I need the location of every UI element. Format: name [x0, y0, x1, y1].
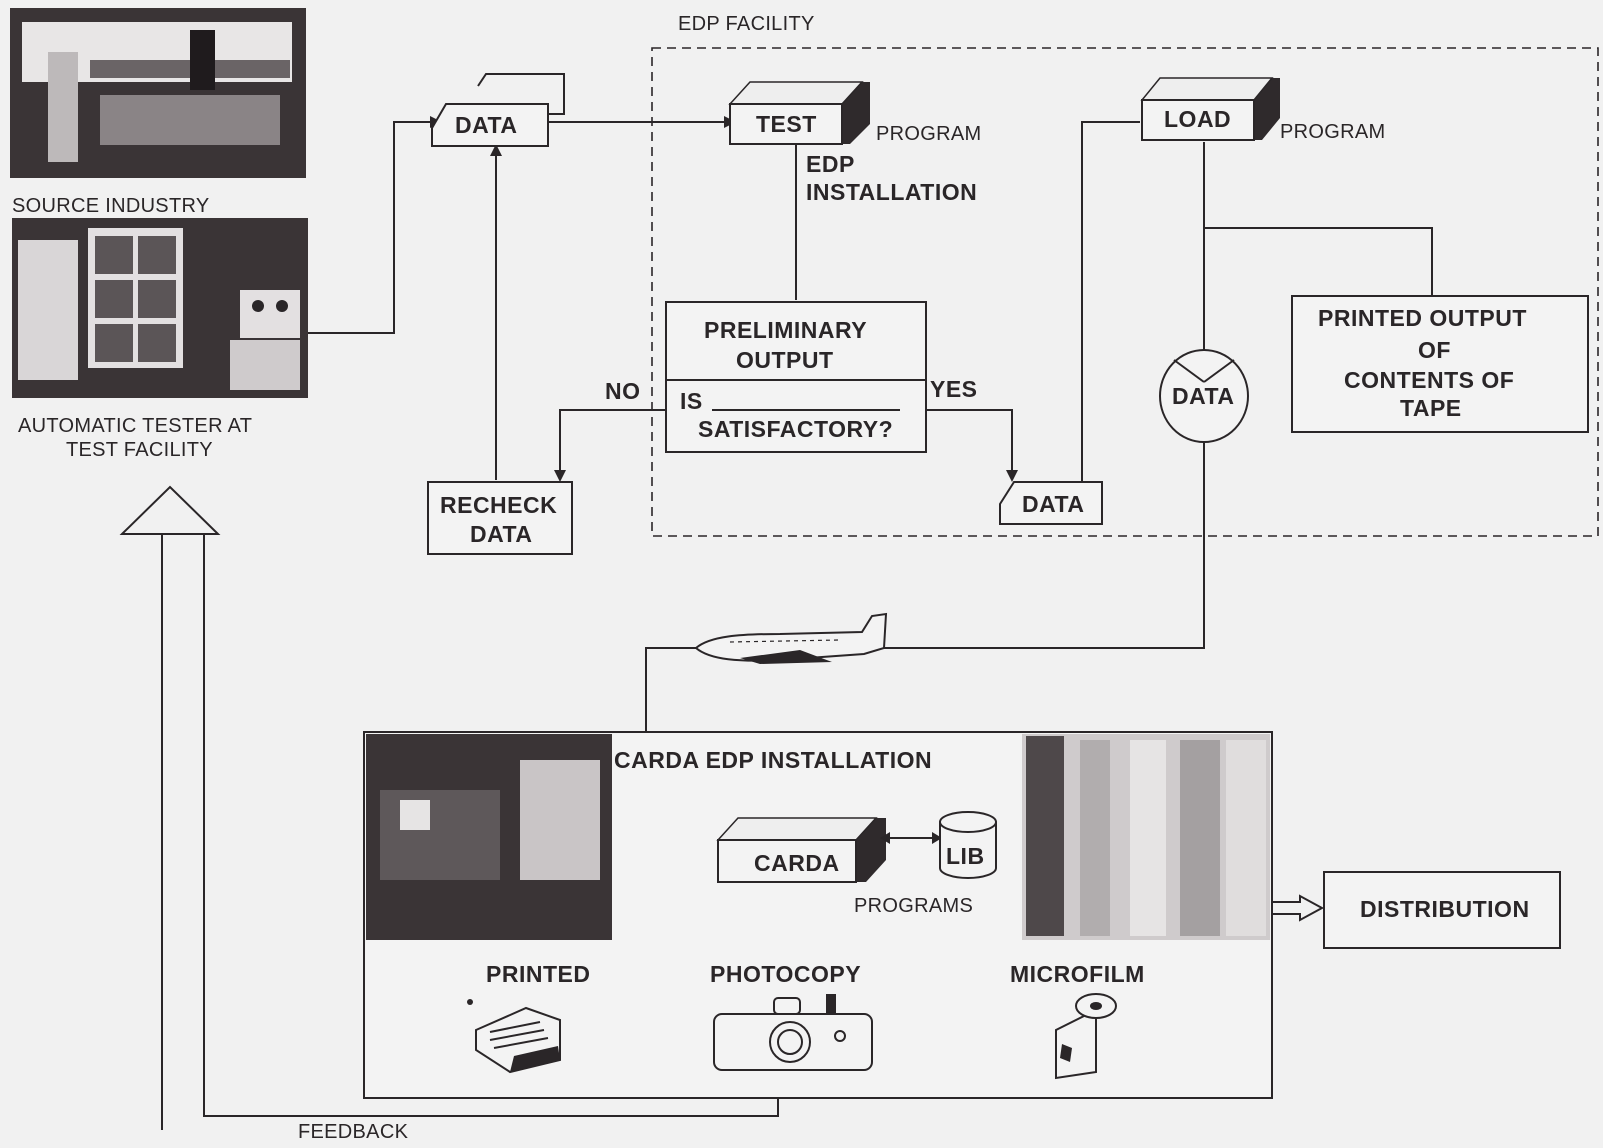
- printed-output-line4: TAPE: [1400, 395, 1462, 421]
- source-industry-label: SOURCE INDUSTRY: [12, 195, 210, 217]
- carda-program-node: CARDA: [718, 818, 886, 882]
- printed-output-line3: CONTENTS OF: [1344, 367, 1514, 393]
- tester-label-line1: AUTOMATIC TESTER AT: [18, 415, 252, 437]
- load-label: LOAD: [1164, 106, 1231, 132]
- printed-label: PRINTED: [486, 961, 590, 987]
- recheck-line2: DATA: [470, 521, 532, 547]
- edp-installation-label-1: EDP: [806, 151, 855, 177]
- no-label: NO: [605, 378, 641, 404]
- edp-facility-title: EDP FACILITY: [678, 13, 815, 35]
- tester-label-line2: TEST FACILITY: [66, 439, 213, 461]
- lib-label: LIB: [946, 843, 985, 869]
- microfilm-label: MICROFILM: [1010, 961, 1145, 987]
- airplane-icon: [696, 614, 886, 664]
- carda-label: CARDA: [754, 850, 840, 876]
- automatic-tester-photo: [12, 218, 308, 398]
- photocopy-label: PHOTOCOPY: [710, 961, 861, 987]
- test-program-node: TEST: [730, 82, 870, 144]
- load-program-label: PROGRAM: [1280, 121, 1385, 143]
- preliminary-output-line2: OUTPUT: [736, 347, 834, 373]
- carda-installation-title: CARDA EDP INSTALLATION: [614, 747, 932, 773]
- recheck-line1: RECHECK: [440, 492, 557, 518]
- data-input-label: DATA: [455, 112, 517, 138]
- yes-label: YES: [930, 376, 978, 402]
- printed-output-line1: PRINTED OUTPUT: [1318, 305, 1527, 331]
- decision-line1: IS: [680, 388, 703, 414]
- load-program-node: LOAD: [1142, 78, 1280, 140]
- preliminary-output-line1: PRELIMINARY: [704, 317, 867, 343]
- programs-label: PROGRAMS: [854, 895, 973, 917]
- edp-installation-label-2: INSTALLATION: [806, 179, 977, 205]
- printed-output-line2: OF: [1418, 337, 1451, 363]
- test-program-label: PROGRAM: [876, 123, 981, 145]
- distribution-label: DISTRIBUTION: [1360, 896, 1530, 922]
- source-industry-photo: [10, 8, 306, 178]
- carda-photo-right: [1022, 734, 1270, 940]
- feedback-label: FEEDBACK: [298, 1121, 409, 1143]
- test-label: TEST: [756, 111, 817, 137]
- carda-photo-left: [366, 734, 612, 940]
- data-approved-label: DATA: [1022, 491, 1084, 517]
- tape-data-label: DATA: [1172, 383, 1234, 409]
- data-input-node: DATA: [432, 74, 564, 146]
- decision-line2: SATISFACTORY?: [698, 416, 893, 442]
